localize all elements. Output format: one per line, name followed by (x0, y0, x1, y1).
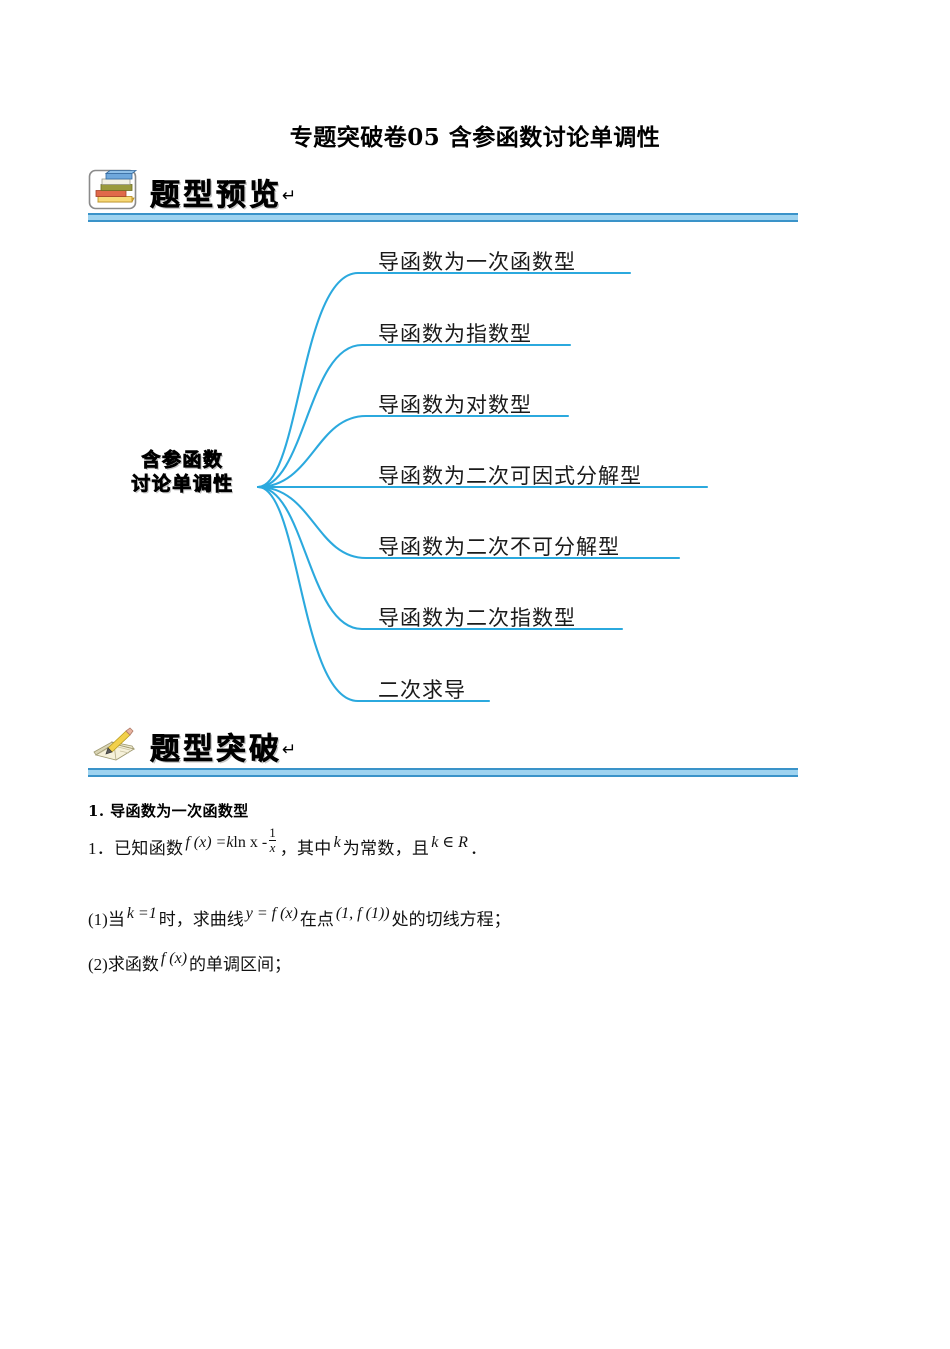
section-label-text: 题型预览 (150, 178, 282, 214)
mindmap-branch-label-2: 导函数为指数型 (378, 322, 532, 346)
formula-minus: - (261, 834, 268, 852)
return-mark-icon: ↵ (282, 740, 297, 760)
section-header-breakthrough: 题型突破↵ (88, 722, 808, 782)
question-1-text-3: 处的切线方程； (391, 910, 511, 929)
mindmap-branch-label-1: 导函数为一次函数型 (378, 250, 576, 274)
formula-k: k (226, 834, 234, 852)
fraction-denominator: x (269, 840, 276, 856)
problem-stem-b: ，其中 (279, 839, 332, 859)
formula-fx: f (x) = (185, 834, 227, 852)
question-2-prefix: (2)求函数 (88, 955, 159, 974)
section-label: 题型突破↵ (150, 724, 297, 768)
section-label: 题型预览↵ (150, 170, 297, 214)
return-mark-icon: ↵ (282, 186, 297, 206)
problem-stem-a: 已知函数 (114, 839, 184, 859)
problem-symbol-k-in-r: k ∈ R (431, 834, 468, 852)
section-divider-preview (88, 213, 798, 222)
section-divider-breakthrough (88, 768, 798, 777)
fraction-numerator: 1 (269, 825, 276, 840)
mindmap-center-line1: 含参函数 (141, 449, 224, 472)
problem-number: 1． (88, 839, 115, 859)
question-1-text-1: 时，求曲线 (158, 910, 244, 929)
question-1-math-3: (1, f (1)) (335, 905, 390, 922)
mindmap-branch-label-7: 二次求导 (378, 678, 466, 702)
problem-stem-d: ． (469, 839, 488, 859)
problem-stem-c: 为常数，且 (342, 839, 430, 859)
question-1-prefix: (1)当 (88, 910, 125, 929)
section-label-text: 题型突破 (150, 732, 282, 768)
formula-lnx: ln x (233, 834, 258, 852)
mindmap-branch-label-3: 导函数为对数型 (378, 393, 532, 417)
stacked-books-icon (88, 168, 142, 212)
question-2-text-1: 的单调区间； (189, 955, 292, 974)
mindmap-branch-label-5: 导函数为二次不可分解型 (378, 535, 620, 559)
mindmap-center-node: 含参函数 讨论单调性 (100, 448, 265, 497)
mindmap-center-line2: 讨论单调性 (131, 473, 234, 496)
question-1-text-2: 在点 (299, 910, 334, 929)
mindmap-branch-label-6: 导函数为二次指数型 (378, 606, 576, 630)
topic-heading: 1. 导函数为一次函数型 (88, 802, 249, 820)
page-title: 专题突破卷05 含参函数讨论单调性 (289, 124, 661, 151)
mindmap-branch-label-4: 导函数为二次可因式分解型 (378, 464, 642, 488)
problem-symbol-k: k (333, 834, 341, 852)
question-1-math-2: y = f (x) (245, 905, 298, 922)
question-2-math-1: f (x) (160, 950, 188, 967)
open-book-pencil-icon (88, 722, 142, 766)
question-1-math-1: k =1 (126, 905, 157, 922)
section-header-preview: 题型预览↵ (88, 168, 808, 228)
